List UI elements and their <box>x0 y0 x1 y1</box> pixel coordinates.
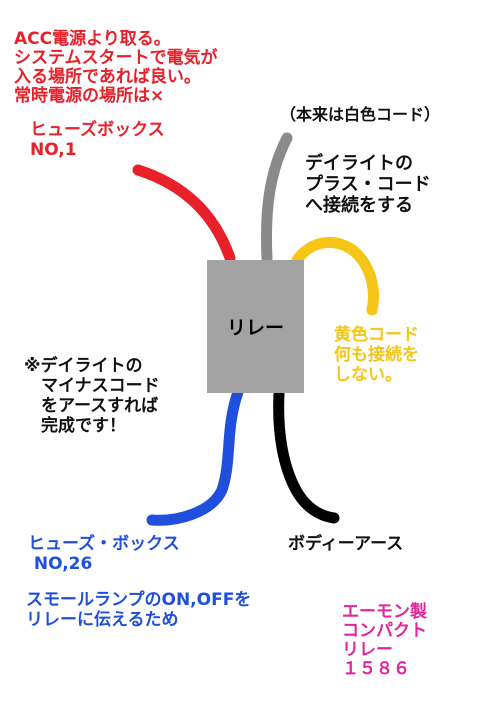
blue-wire <box>146 386 244 526</box>
black-wire <box>273 388 340 524</box>
daylight-plus-note: デイライトの プラス・コード へ接続をする <box>305 153 431 217</box>
white-code-note: （本来は白色コード） <box>280 105 441 124</box>
body-earth-label: ボディーアース <box>288 534 404 554</box>
fuse-box-no26-label: ヒューズ・ボックス NO,26 <box>28 534 180 575</box>
relay-label: リレー <box>226 317 284 339</box>
relay-box: リレー <box>207 260 304 393</box>
small-lamp-note: スモールランプのON,OFFを リレーに伝えるため <box>26 590 252 631</box>
daylight-minus-note: ※デイライトの マイナスコード をアースすれば 完成です！ <box>24 356 160 437</box>
acc-power-note: ACC電源より取る。 システムスタートで電気が 入る場所であれば良い。 常時電源… <box>14 29 218 107</box>
red-wire <box>132 164 236 264</box>
yellow-wire <box>291 237 379 316</box>
gray-wire <box>260 132 293 264</box>
fuse-box-no1-label: ヒューズボックス NO,1 <box>30 120 165 161</box>
yellow-code-note: 黄色コード 何も接続を しない。 <box>334 325 419 386</box>
amon-relay-1586-label: エーモン製 コンパクト リレー １５８６ <box>342 602 427 680</box>
